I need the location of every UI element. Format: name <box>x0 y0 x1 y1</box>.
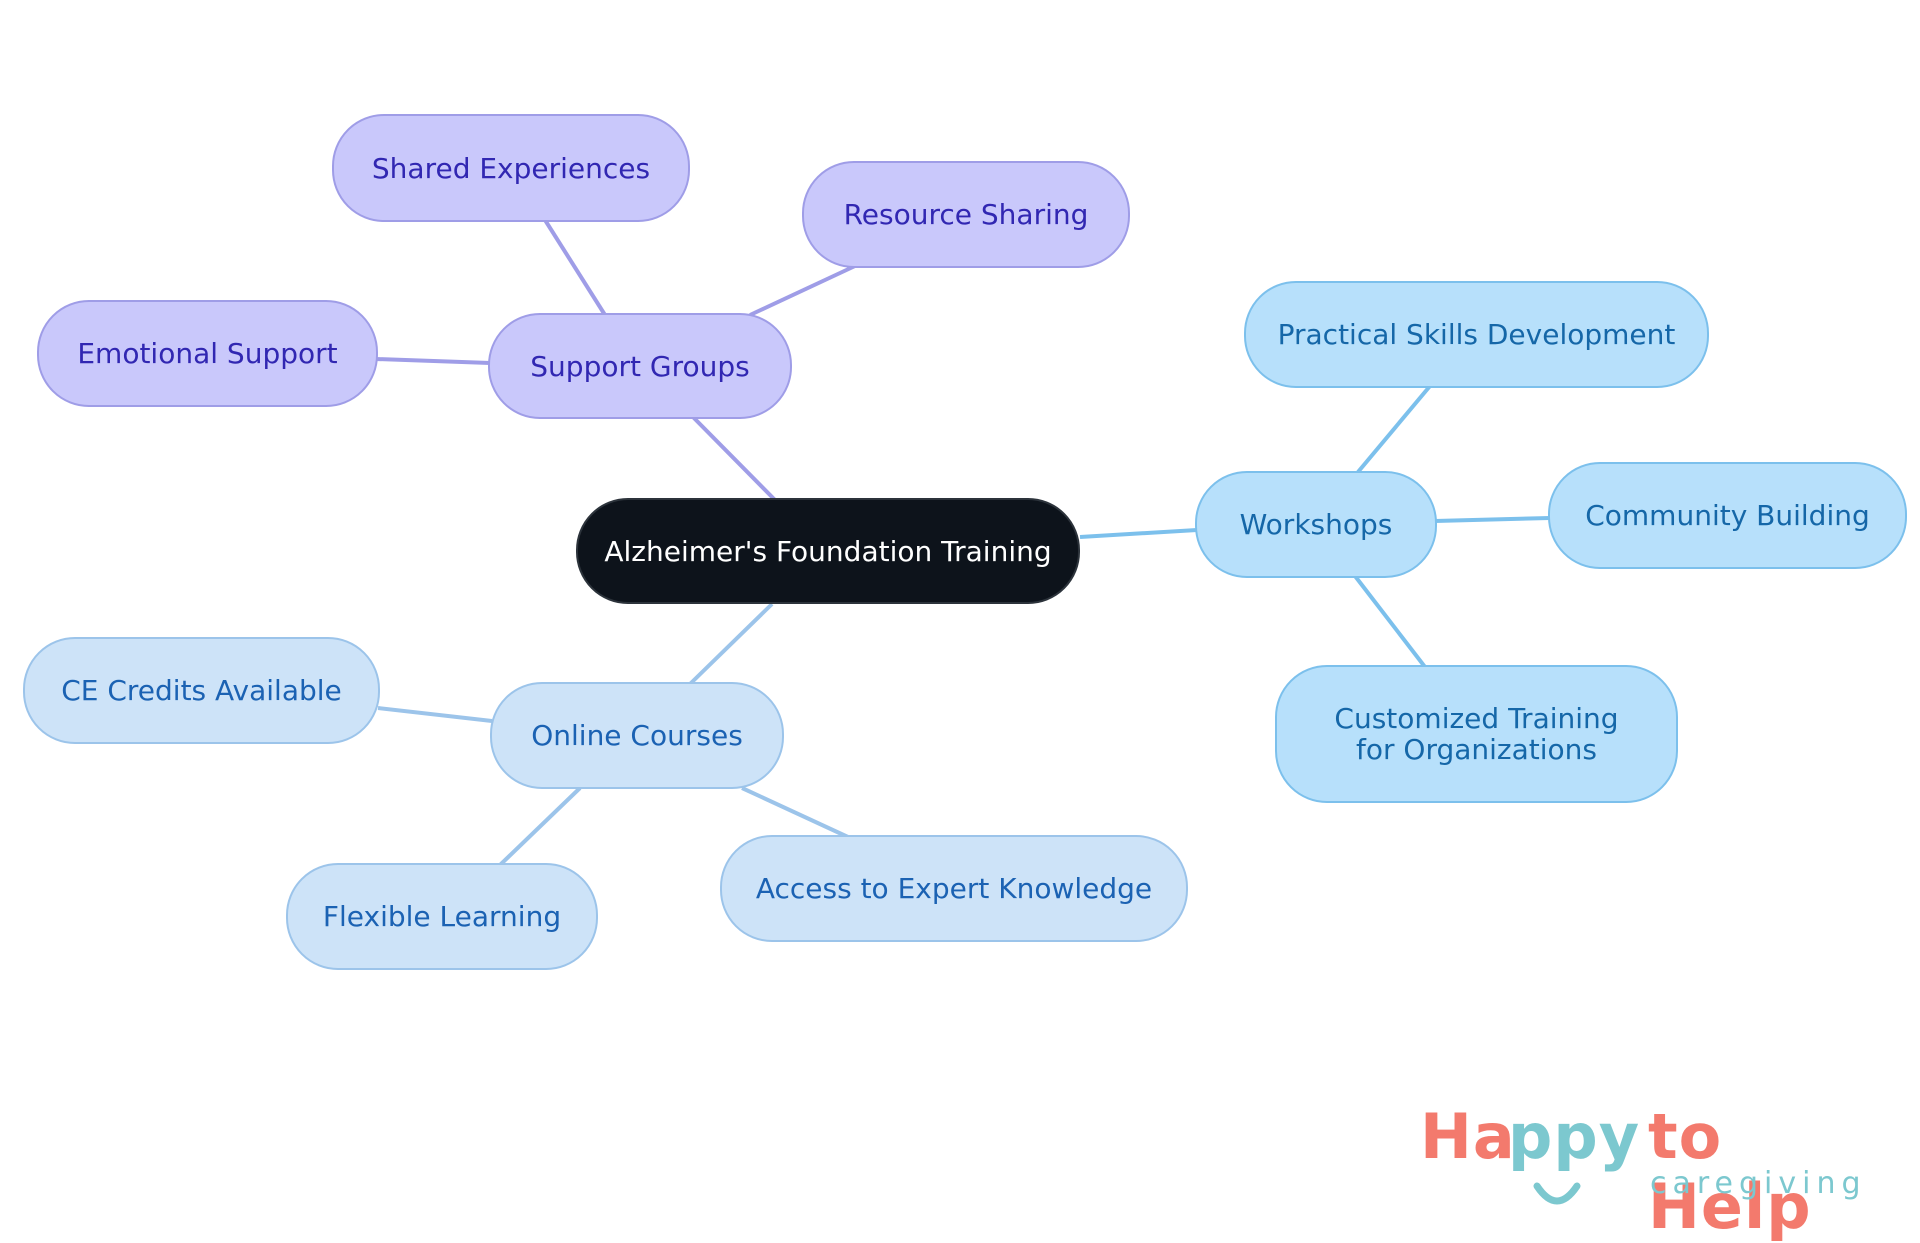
root-label: Alzheimer's Foundation Training <box>604 534 1052 568</box>
connector-lines <box>375 218 1551 867</box>
edge-workshops-customized-training <box>1353 574 1427 669</box>
leaf-ce-credits-available[interactable]: CE Credits Available <box>23 637 380 744</box>
branch-label: Support Groups <box>530 349 750 383</box>
branch-label: Online Courses <box>531 719 743 752</box>
edge-workshops-community-building <box>1434 516 1551 523</box>
leaf-label: Shared Experiences <box>371 151 651 185</box>
edge-support-emotional-support <box>375 357 491 365</box>
logo-word-ppy: ppy <box>1508 1100 1641 1173</box>
edge-root-support-groups <box>690 414 777 502</box>
root-node[interactable]: Alzheimer's Foundation Training <box>576 498 1080 604</box>
edge-online-ce-credits <box>377 706 493 723</box>
leaf-customized-training[interactable]: Customized Training for Organizations <box>1275 665 1678 803</box>
leaf-label: CE Credits Available <box>61 674 342 707</box>
logo-word-ha: Ha <box>1420 1100 1516 1173</box>
edge-online-expert-knowledge <box>741 786 849 839</box>
leaf-access-to-expert-knowledge[interactable]: Access to Expert Knowledge <box>720 835 1188 942</box>
leaf-label: Resource Sharing <box>843 198 1089 231</box>
logo-word-to-help: to Help <box>1648 1100 1812 1243</box>
edge-support-resource-sharing <box>749 264 856 317</box>
leaf-label: Access to Expert Knowledge <box>755 872 1153 905</box>
leaf-emotional-support[interactable]: Emotional Support <box>37 300 378 407</box>
leaf-community-building[interactable]: Community Building <box>1548 462 1907 569</box>
leaf-label: Flexible Learning <box>322 900 562 933</box>
leaf-label: Community Building <box>1585 499 1870 532</box>
leaf-resource-sharing[interactable]: Resource Sharing <box>802 161 1130 268</box>
leaf-practical-skills-development[interactable]: Practical Skills Development <box>1244 281 1709 388</box>
smile-icon <box>1533 1182 1581 1205</box>
edge-root-workshops <box>1079 528 1198 539</box>
leaf-label: Practical Skills Development <box>1277 318 1676 351</box>
branch-online-courses[interactable]: Online Courses <box>490 682 784 789</box>
leaf-flexible-learning[interactable]: Flexible Learning <box>286 863 598 970</box>
happy-to-help-logo: Ha ppy to Help caregiving <box>1420 1100 1890 1242</box>
branch-support-groups[interactable]: Support Groups <box>488 313 792 419</box>
edge-online-flexible-learning <box>498 786 582 867</box>
leaf-shared-experiences[interactable]: Shared Experiences <box>332 114 690 222</box>
leaf-label: Customized Training for Organizations <box>1334 702 1619 766</box>
branch-workshops[interactable]: Workshops <box>1195 471 1437 578</box>
branch-label: Workshops <box>1239 508 1393 541</box>
logo-tagline: caregiving <box>1650 1166 1867 1201</box>
edge-workshops-practical-skills <box>1356 384 1432 474</box>
edge-support-shared-experiences <box>543 218 607 317</box>
leaf-label: Emotional Support <box>77 337 338 370</box>
mind-map: Alzheimer's Foundation Training Support … <box>23 114 1907 1242</box>
edge-root-online-courses <box>688 602 774 686</box>
